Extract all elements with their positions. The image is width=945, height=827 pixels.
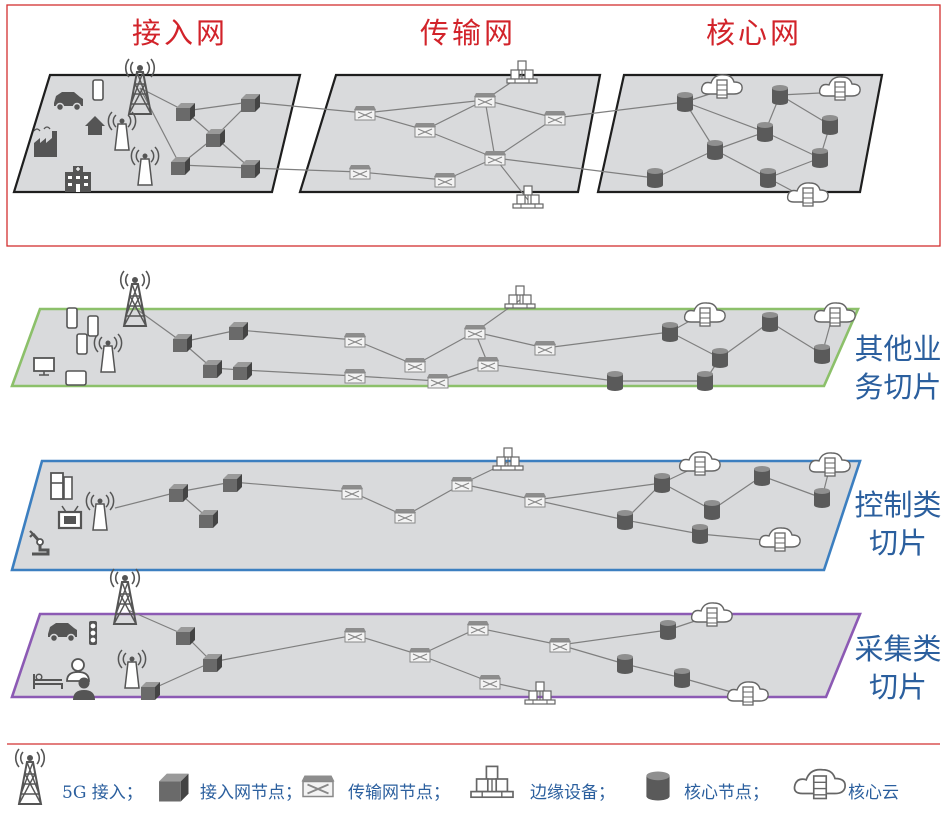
- legend-core-cloud: 核心云: [848, 783, 899, 803]
- slice-label-line: 务切片: [854, 370, 942, 404]
- transport-node-icon: [300, 774, 336, 798]
- appliance-icon: [50, 472, 73, 500]
- transport-network-header: 传输网: [420, 16, 517, 50]
- collection-slice-plane: [10, 612, 862, 699]
- top-links: [139, 74, 841, 201]
- core-cloud-icon: [793, 768, 846, 800]
- 5g-tower-icon: [14, 748, 46, 805]
- tablet-icon: [65, 370, 87, 386]
- control-slice-plane: [10, 459, 862, 572]
- legend-transport-node: 传输网节点；: [348, 783, 450, 803]
- phone-icon: [76, 333, 88, 355]
- phone-icon: [87, 315, 99, 337]
- core-cloud-icon: [678, 451, 721, 476]
- phone-icon: [66, 307, 78, 329]
- core-cloud-icon: [808, 452, 851, 477]
- core-cloud-icon: [813, 302, 856, 327]
- slice3-links: [127, 609, 743, 696]
- collection-slice-label: 采集类 切片: [854, 630, 942, 706]
- core-network-header: 核心网: [706, 16, 803, 50]
- legend-5g-access: 5G 接入；: [62, 783, 143, 803]
- slice-label-line: 采集类: [854, 632, 942, 666]
- phone-icon: [92, 79, 104, 101]
- legend-access-node: 接入网节点；: [200, 783, 302, 803]
- edge-device-icon: [492, 447, 524, 471]
- legend-edge-device: 边缘设备；: [530, 783, 615, 803]
- slice-label-line: 切片: [868, 670, 927, 704]
- other-service-slice-plane: [10, 307, 860, 388]
- edge-device-icon: [470, 765, 514, 799]
- access-node-icon: [159, 773, 189, 802]
- slice-label-line: 控制类: [854, 488, 942, 522]
- edge-device-icon: [506, 60, 538, 84]
- edge-device-icon: [504, 285, 536, 309]
- access-network-plane: [12, 73, 302, 194]
- slice-label-line: 其他业: [854, 332, 942, 366]
- traffic-light-icon: [89, 621, 97, 645]
- legend-core-node: 核心节点；: [684, 783, 769, 803]
- core-cloud-icon: [683, 302, 726, 327]
- other-service-slice-label: 其他业 务切片: [854, 330, 942, 406]
- core-cloud-icon: [690, 602, 733, 627]
- slice2-links: [114, 461, 831, 542]
- top-network-frame: [6, 4, 941, 247]
- slice1-links: [134, 299, 833, 382]
- core-node-icon: [646, 771, 670, 801]
- slice-label-line: 切片: [868, 526, 927, 560]
- control-slice-label: 控制类 切片: [854, 486, 942, 562]
- access-network-header: 接入网: [132, 16, 229, 50]
